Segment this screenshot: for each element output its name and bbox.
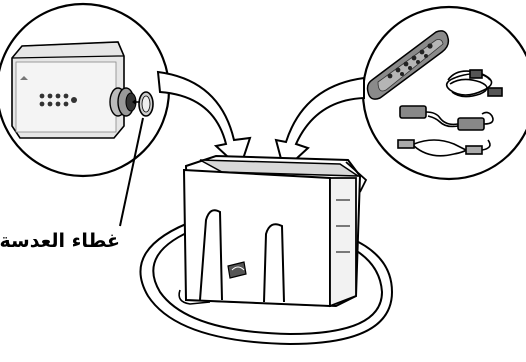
carrying-bag-illustration [140,156,392,344]
accessories-callout [363,7,526,179]
projector-callout [0,4,169,176]
insert-arrow-right [276,78,364,170]
insert-arrow-left [158,72,250,168]
projector-illustration [12,42,136,138]
lens-cap-label: غطاء العدسة [2,230,120,252]
